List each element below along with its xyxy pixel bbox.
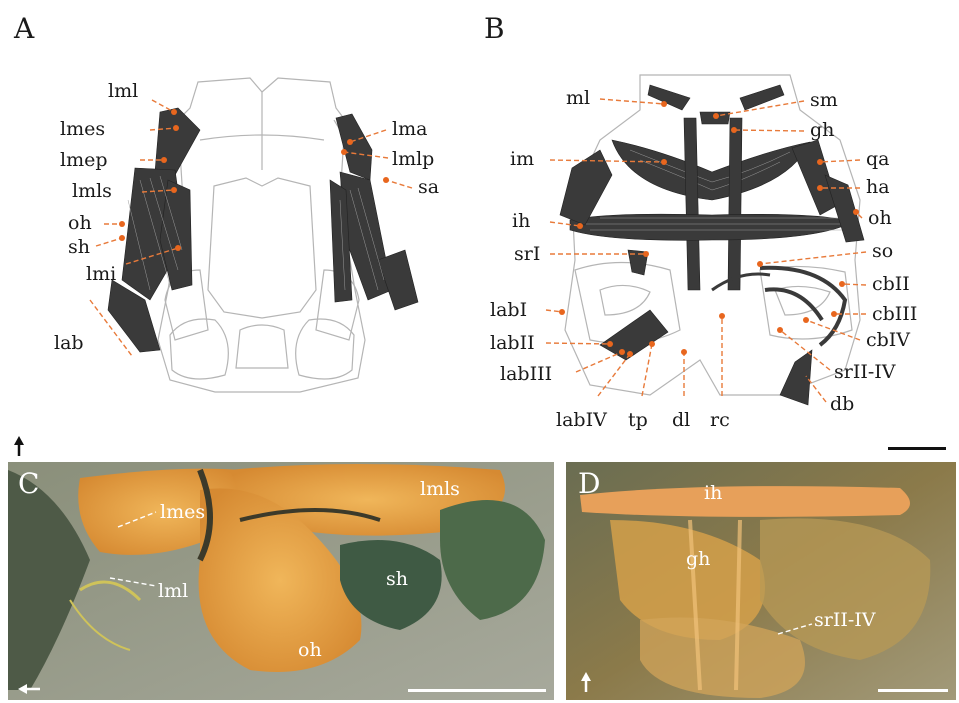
- label-rc: rc: [710, 409, 730, 431]
- label-ml: ml: [566, 87, 590, 109]
- panel-d-letter: D: [578, 467, 600, 500]
- photo-label-lmls: lmls: [420, 478, 460, 500]
- panel-a-right-muscles: [330, 114, 418, 310]
- label-lmi: lmi: [86, 263, 116, 285]
- panel-d: D ih gh srII-IV: [566, 462, 956, 700]
- label-cbiv: cbIV: [866, 329, 910, 351]
- label-gh-b: gh: [810, 119, 834, 141]
- scale-bar-d: [878, 689, 948, 692]
- photo-label-lml: lml: [158, 580, 188, 602]
- label-labiv: labIV: [556, 409, 607, 431]
- label-dl: dl: [672, 409, 690, 431]
- label-lab: lab: [54, 332, 84, 354]
- label-oh-a: oh: [68, 212, 92, 234]
- label-im: im: [510, 148, 534, 170]
- panel-a-left-muscles: [108, 108, 200, 352]
- photo-label-oh: oh: [298, 639, 322, 661]
- panel-b-letter: B: [484, 12, 505, 45]
- photo-label-gh: gh: [686, 548, 710, 570]
- label-srii-iv-b: srII-IV: [834, 361, 896, 383]
- label-tp: tp: [628, 409, 648, 431]
- label-sm: sm: [810, 89, 838, 111]
- label-labii: labII: [490, 332, 535, 354]
- photo-label-srii-iv: srII-IV: [814, 609, 876, 631]
- scale-bar-b: [888, 447, 946, 450]
- label-oh-b: oh: [868, 207, 892, 229]
- panel-c-letter: C: [18, 467, 39, 500]
- panel-b: B: [484, 12, 946, 450]
- photo-label-ih: ih: [704, 482, 722, 504]
- label-ih-b: ih: [512, 210, 530, 232]
- panel-a-letter: A: [13, 12, 35, 45]
- label-lml: lml: [108, 80, 138, 102]
- label-sri: srI: [514, 243, 540, 265]
- panel-a: A: [13, 12, 439, 392]
- label-sh-a: sh: [68, 236, 90, 258]
- label-lmep: lmep: [60, 149, 108, 171]
- panel-c: C lmes lml lmls sh oh: [8, 462, 554, 700]
- label-labiii: labIII: [500, 363, 552, 385]
- label-qa: qa: [866, 148, 890, 170]
- label-lmlp: lmlp: [392, 148, 434, 170]
- label-cbii: cbII: [872, 273, 910, 295]
- orientation-arrow-top: [14, 436, 24, 456]
- label-so: so: [872, 240, 893, 262]
- label-labi: labI: [490, 299, 527, 321]
- scale-bar-c: [408, 689, 546, 692]
- label-ha: ha: [866, 176, 890, 198]
- label-cbiii: cbIII: [872, 303, 917, 325]
- label-db: db: [830, 393, 854, 415]
- label-sa: sa: [418, 176, 439, 198]
- label-lmls: lmls: [72, 180, 112, 202]
- label-lma: lma: [392, 118, 427, 140]
- photo-label-lmes: lmes: [160, 501, 205, 523]
- label-lmes: lmes: [60, 118, 105, 140]
- photo-label-sh: sh: [386, 568, 408, 590]
